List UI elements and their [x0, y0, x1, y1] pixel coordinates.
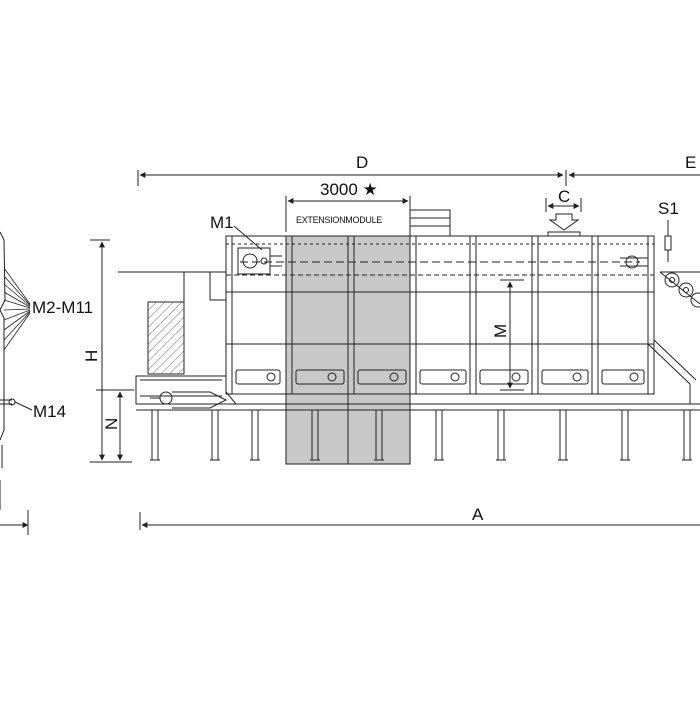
m1-label: M1 [210, 213, 234, 232]
extension-length-label: 3000 ★ [320, 180, 378, 199]
n-label: N [102, 418, 121, 430]
base-rail [136, 339, 700, 411]
m-label: M [491, 324, 510, 338]
m14-label: M14 [33, 402, 66, 421]
dimension-a [139, 512, 700, 530]
dimension-h-n [90, 239, 134, 463]
support-legs [150, 409, 692, 461]
infeed-section [118, 271, 238, 411]
extension-module-label: EXTENSIONMODULE [296, 215, 382, 225]
s1-nozzle-rollers [659, 220, 700, 308]
m2-m11-leader-lines [3, 267, 31, 351]
a-label: A [472, 505, 484, 524]
machine-frame [225, 209, 655, 395]
h-label: H [82, 350, 101, 362]
m2-m11-label: M2-M11 [32, 298, 93, 317]
d-label: D [356, 153, 368, 172]
side-view [0, 231, 33, 535]
s1-label: S1 [658, 199, 679, 218]
c-label: C [558, 187, 570, 206]
e-label: E [685, 153, 696, 172]
